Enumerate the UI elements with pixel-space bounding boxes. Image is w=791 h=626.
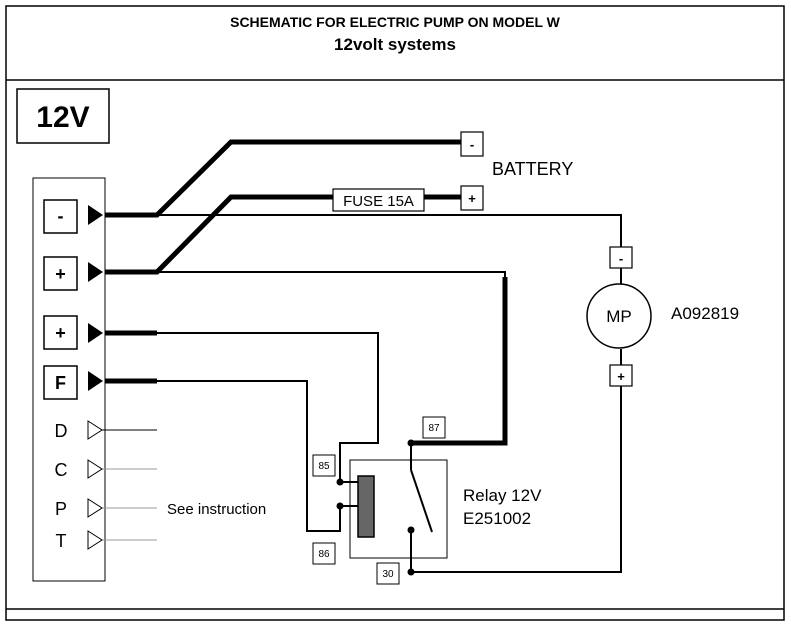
motor-label: MP	[606, 307, 632, 326]
svg-text:F: F	[55, 373, 66, 393]
wire-negative-to-motor	[157, 214, 622, 247]
motor-positive-terminal	[609, 364, 633, 387]
relay-junctions	[336, 439, 415, 576]
outer-frame	[5, 5, 785, 621]
svg-text:+: +	[55, 264, 66, 284]
terminal-positive: +	[43, 256, 103, 291]
motor-part-number: A092819	[671, 304, 739, 323]
wire-to-pin-85	[157, 332, 379, 482]
terminal-negative: -	[43, 199, 103, 234]
hollow-arrow-icon	[87, 420, 103, 440]
svg-text:87: 87	[428, 423, 440, 434]
motor-pump: - MP +	[586, 246, 652, 387]
terminal-arrow-icon	[88, 262, 103, 282]
relay-coil	[357, 475, 375, 538]
relay	[340, 443, 448, 572]
junction-dot	[407, 439, 415, 447]
terminal-arrow-icon	[88, 371, 103, 391]
voltage-badge	[16, 88, 110, 144]
diagram-subtitle: 12volt systems	[334, 35, 456, 54]
pin-87-tag: 87	[422, 416, 446, 439]
junction-dot	[336, 478, 344, 486]
battery-positive-terminal: +	[460, 185, 484, 211]
motor-circle	[586, 283, 652, 349]
terminal-arrow-icon	[88, 205, 103, 225]
see-instruction-note: See instruction	[167, 501, 266, 518]
svg-text:-: -	[619, 251, 623, 266]
relay-name: Relay 12V	[463, 486, 542, 505]
terminal-f: F	[43, 365, 103, 400]
hollow-arrow-icon	[87, 459, 103, 479]
svg-text:-: -	[58, 206, 64, 226]
battery-label: BATTERY	[492, 159, 573, 179]
junction-dot	[407, 568, 415, 576]
fuse-label: FUSE 15A	[343, 193, 414, 210]
svg-text:86: 86	[318, 549, 330, 560]
pin-85-tag: 85	[312, 454, 336, 477]
svg-text:85: 85	[318, 461, 330, 472]
voltage-badge-label: 12V	[36, 101, 89, 134]
diagram-title: SCHEMATIC FOR ELECTRIC PUMP ON MODEL W	[230, 14, 561, 30]
junction-dot	[407, 526, 415, 534]
wire-positive-to-relay	[157, 271, 506, 280]
svg-text:D: D	[55, 421, 68, 441]
battery-negative-terminal: -	[460, 131, 484, 157]
terminal-positive-2: +	[43, 315, 103, 350]
svg-text:T: T	[56, 531, 67, 551]
svg-text:C: C	[55, 460, 68, 480]
svg-text:P: P	[55, 499, 67, 519]
pin-30-tag: 30	[376, 562, 400, 585]
fuse: FUSE 15A	[332, 188, 425, 212]
svg-text:+: +	[55, 323, 66, 343]
output-c: C	[55, 459, 103, 480]
wire-battery-negative	[105, 139, 461, 218]
svg-text:+: +	[617, 369, 625, 384]
hollow-arrow-icon	[87, 530, 103, 550]
pin-86-tag: 86	[312, 542, 336, 565]
relay-part-number: E251002	[463, 509, 531, 528]
svg-text:30: 30	[382, 569, 394, 580]
output-d: D	[55, 420, 103, 441]
motor-negative-terminal	[609, 246, 633, 269]
wire-to-pin-86	[157, 380, 341, 532]
svg-text:-: -	[470, 137, 474, 152]
terminal-arrow-icon	[88, 323, 103, 343]
output-t: T	[56, 530, 103, 551]
svg-text:+: +	[468, 191, 476, 206]
junction-dot	[336, 502, 344, 510]
output-p: P	[55, 498, 103, 519]
hollow-arrow-icon	[87, 498, 103, 518]
wire-87-riser	[411, 277, 508, 446]
